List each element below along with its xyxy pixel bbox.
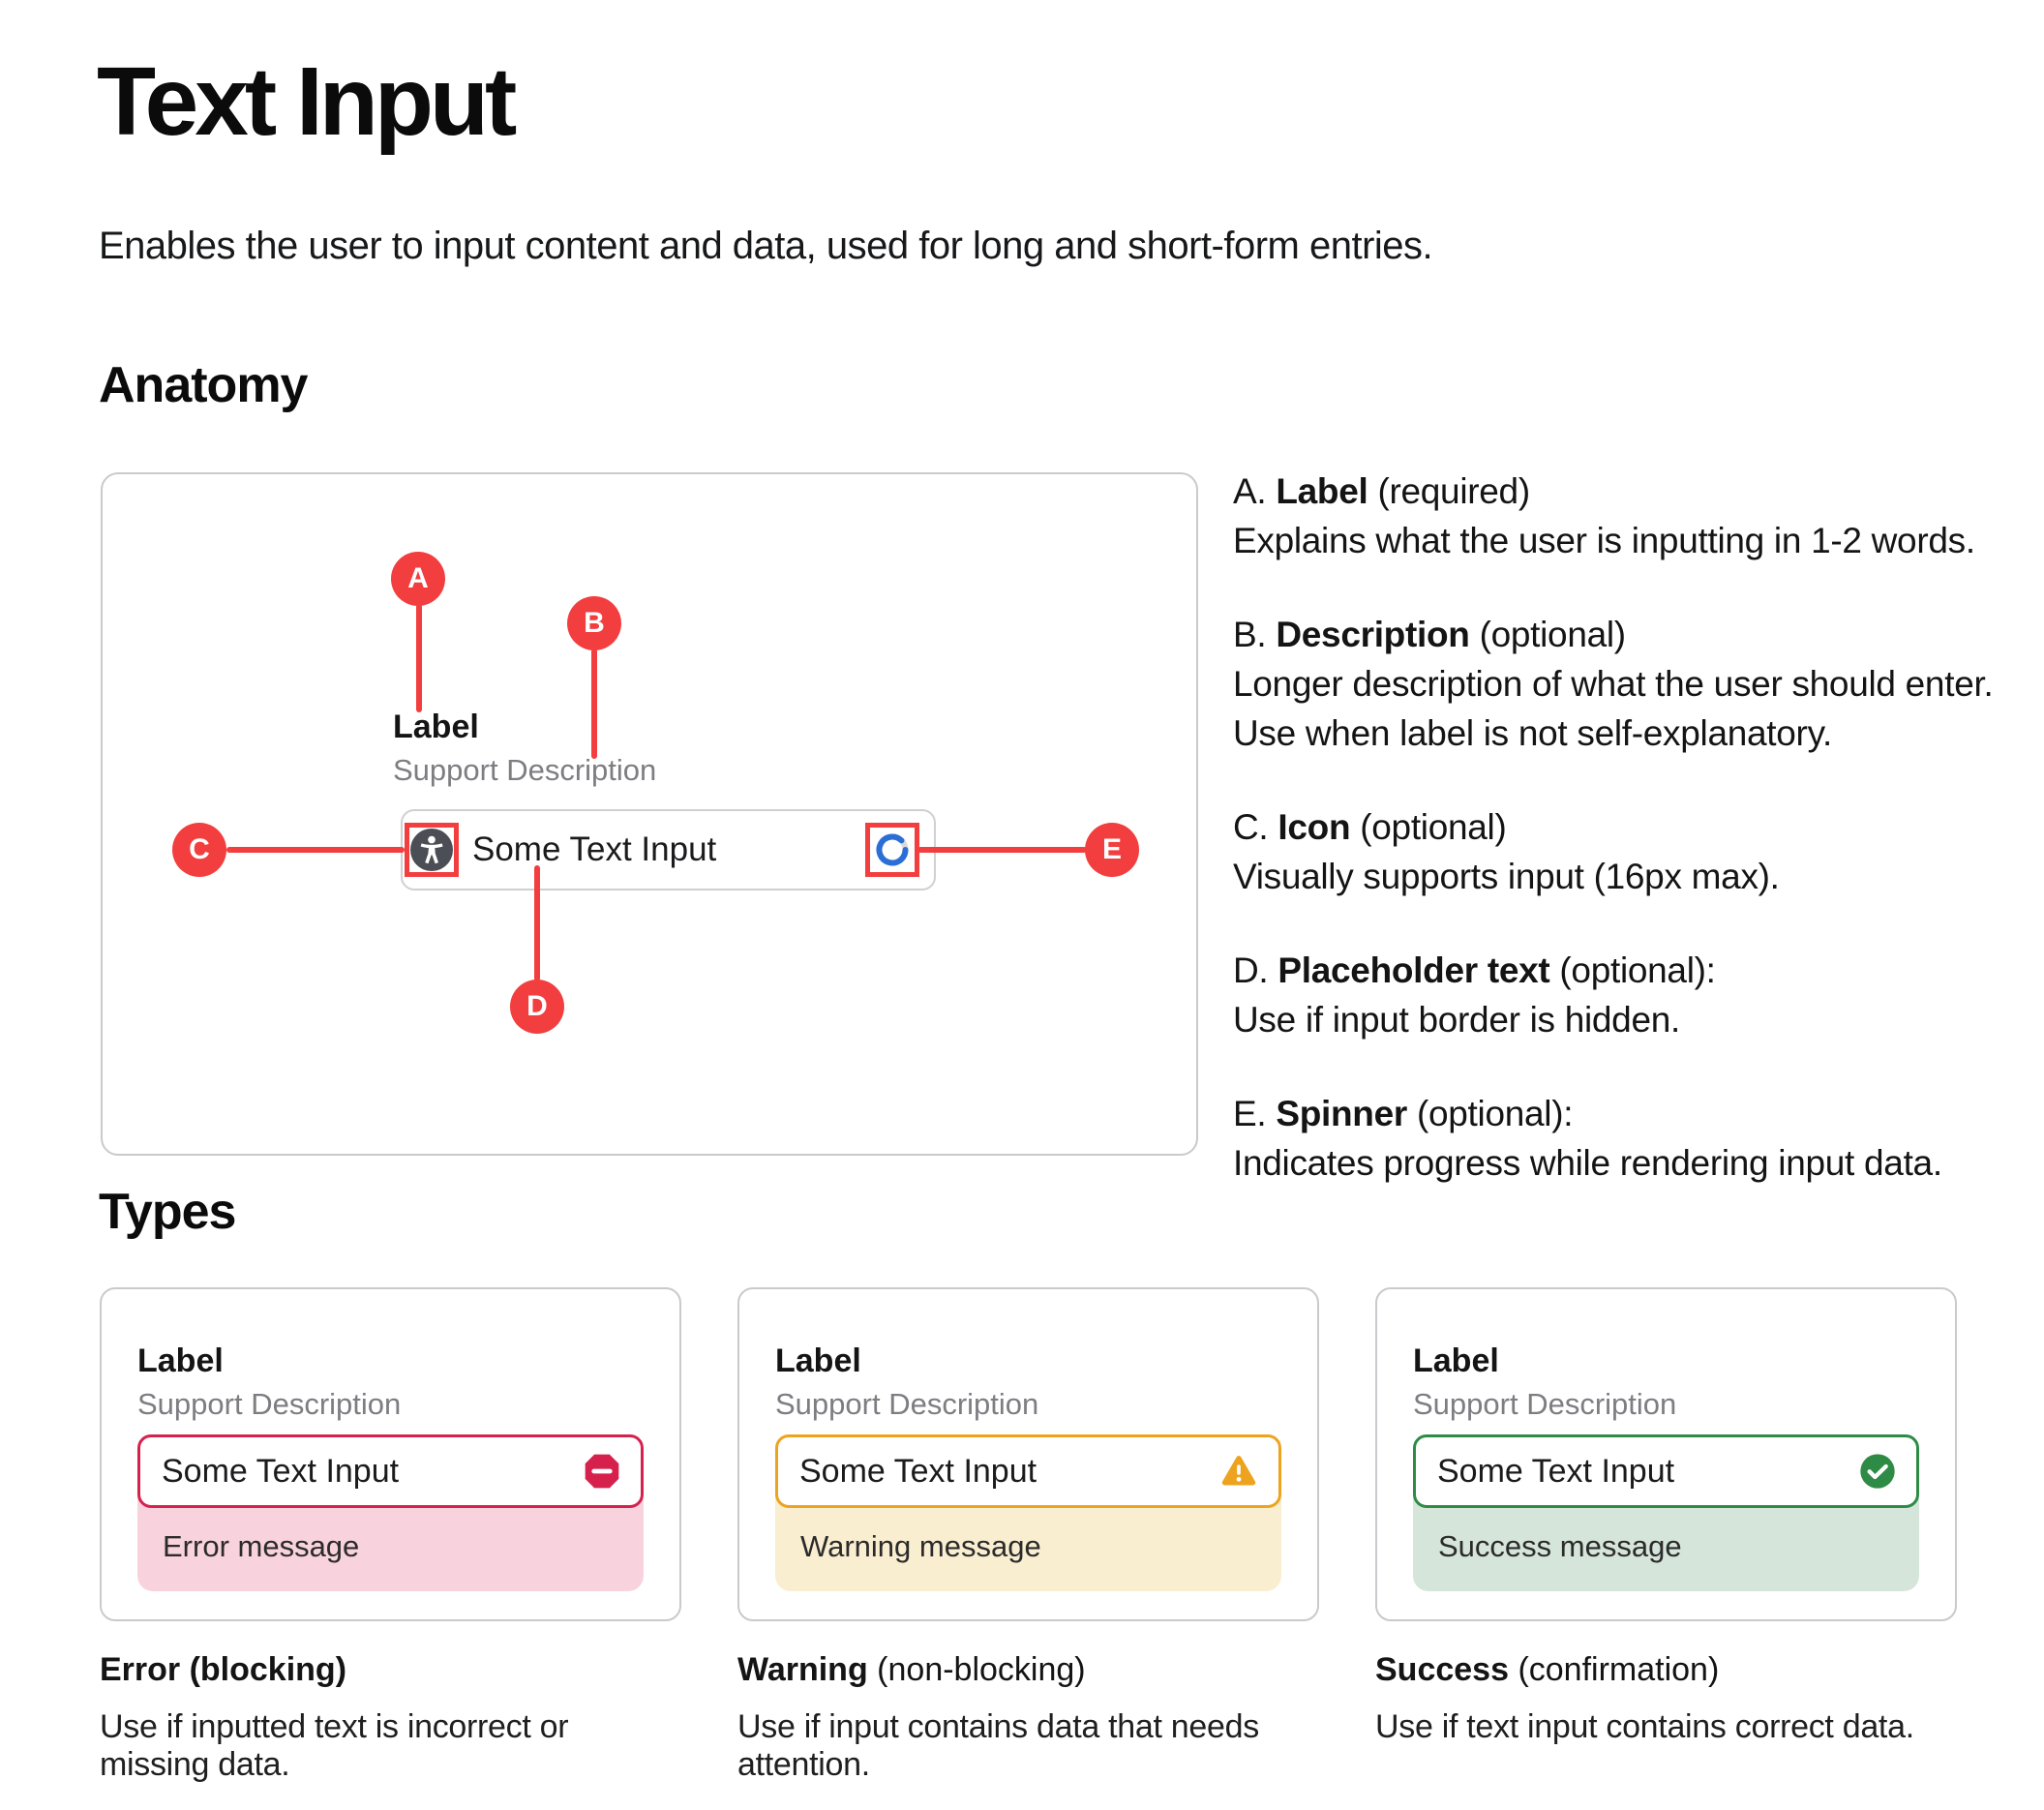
input-label: Label xyxy=(137,1342,224,1379)
icon-highlight-box xyxy=(405,823,459,877)
page-subtitle: Enables the user to input content and da… xyxy=(99,225,1433,267)
callout-line-d xyxy=(534,865,540,981)
marker-badge-b: B xyxy=(567,596,621,650)
success-type-card: Label Support Description Some Text Inpu… xyxy=(1375,1287,1957,1621)
warning-text-input-field[interactable]: Some Text Input xyxy=(775,1434,1281,1508)
input-label: Label xyxy=(775,1342,861,1379)
accessibility-icon xyxy=(410,829,453,871)
callout-line-a xyxy=(416,604,422,712)
legend-item-label: A. Label (required) Explains what the us… xyxy=(1233,471,1975,560)
input-support-description: Support Description xyxy=(137,1387,402,1421)
success-caption: Success (confirmation) Use if text input… xyxy=(1375,1651,1914,1745)
marker-badge-c: C xyxy=(172,823,226,877)
check-circle-icon xyxy=(1858,1452,1897,1491)
input-label: Label xyxy=(1413,1342,1499,1379)
spinner-highlight-box xyxy=(865,823,919,877)
input-placeholder-text: Some Text Input xyxy=(162,1452,400,1490)
legend-item-icon: C. Icon (optional) Visually supports inp… xyxy=(1233,807,1780,896)
error-caption: Error (blocking) Use if inputted text is… xyxy=(100,1651,569,1783)
warning-message: Warning message xyxy=(775,1496,1281,1591)
legend-item-placeholder: D. Placeholder text (optional): Use if i… xyxy=(1233,950,1716,1040)
warning-caption: Warning (non-blocking) Use if input cont… xyxy=(737,1651,1259,1783)
types-heading: Types xyxy=(99,1184,236,1240)
marker-badge-d: D xyxy=(510,980,564,1034)
marker-badge-e: E xyxy=(1085,823,1139,877)
type-captions-row: Error (blocking) Use if inputted text is… xyxy=(100,1651,1957,1784)
legend-item-description: B. Description (optional) Longer descrip… xyxy=(1233,615,1994,753)
callout-line-c xyxy=(226,847,405,853)
warning-type-card: Label Support Description Some Text Inpu… xyxy=(737,1287,1319,1621)
input-placeholder-text: Some Text Input xyxy=(1437,1452,1675,1490)
marker-badge-a: A xyxy=(391,552,445,606)
error-type-card: Label Support Description Some Text Inpu… xyxy=(100,1287,681,1621)
text-input-field[interactable]: Some Text Input xyxy=(401,809,936,890)
input-label: Label xyxy=(393,709,479,745)
stop-icon xyxy=(583,1452,621,1491)
warning-icon xyxy=(1218,1452,1259,1491)
input-support-description: Support Description xyxy=(1413,1387,1677,1421)
legend-item-spinner: E. Spinner (optional): Indicates progres… xyxy=(1233,1094,1942,1183)
anatomy-heading: Anatomy xyxy=(99,357,308,413)
input-support-description: Support Description xyxy=(393,753,657,787)
callout-line-e xyxy=(917,847,1087,853)
anatomy-diagram-panel: A B C D E Label Support Description Some… xyxy=(101,472,1198,1156)
error-message: Error message xyxy=(137,1496,644,1591)
success-text-input-field[interactable]: Some Text Input xyxy=(1413,1434,1919,1508)
callout-line-b xyxy=(591,649,597,759)
spinner-icon xyxy=(873,830,912,869)
page-title: Text Input xyxy=(97,47,517,156)
anatomy-legend: A. Label (required) Explains what the us… xyxy=(1233,467,2017,1232)
input-placeholder-text: Some Text Input xyxy=(799,1452,1037,1490)
type-cards-row: Label Support Description Some Text Inpu… xyxy=(100,1287,1957,1621)
input-placeholder-text: Some Text Input xyxy=(472,830,717,868)
error-text-input-field[interactable]: Some Text Input xyxy=(137,1434,644,1508)
input-support-description: Support Description xyxy=(775,1387,1039,1421)
success-message: Success message xyxy=(1413,1496,1919,1591)
